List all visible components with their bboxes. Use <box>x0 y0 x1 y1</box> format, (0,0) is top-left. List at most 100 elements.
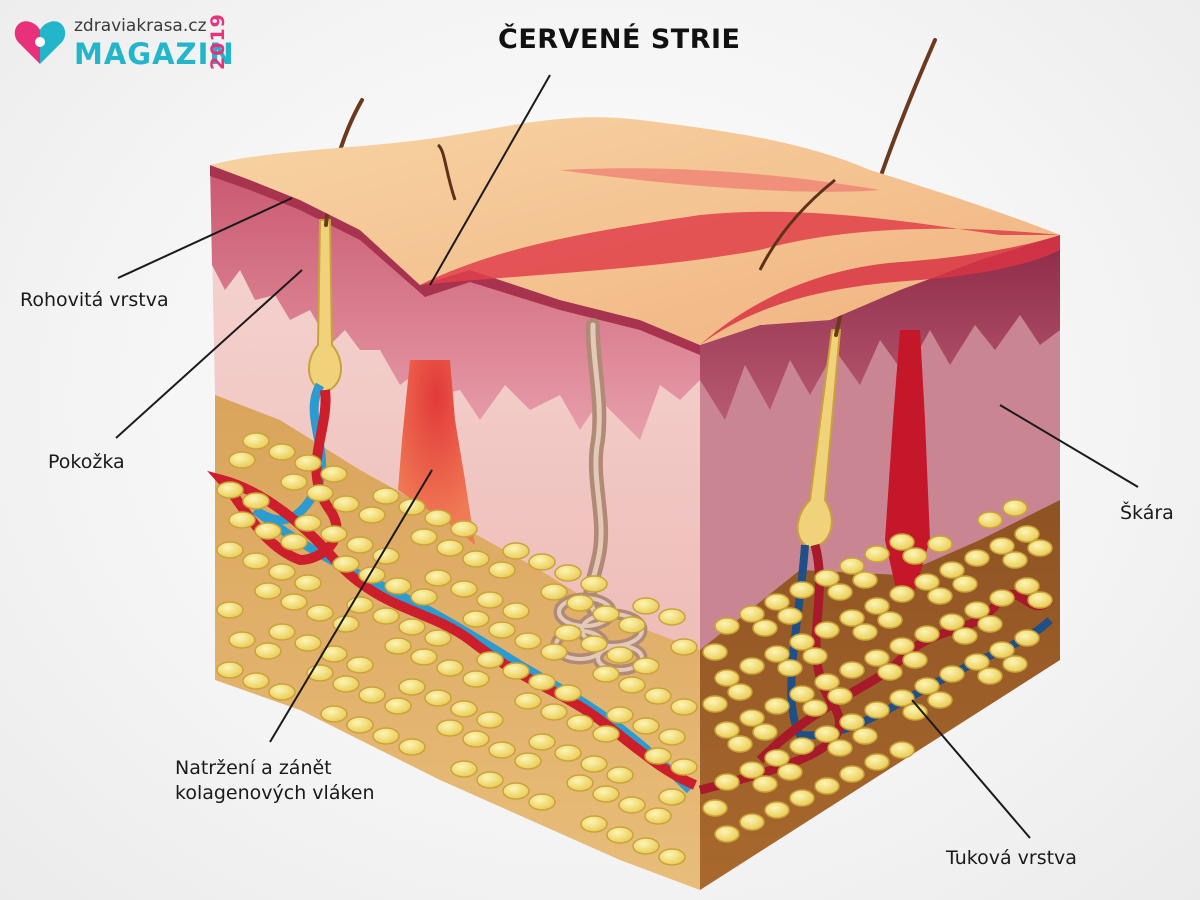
fat-cell <box>540 583 568 601</box>
leader-title <box>429 74 551 286</box>
fat-cell <box>592 785 620 803</box>
fat-cell <box>814 725 840 743</box>
fat-cell <box>332 555 360 573</box>
fat-cell <box>306 484 334 502</box>
fat-cell <box>268 563 296 581</box>
fat-cell <box>358 566 386 584</box>
fat-cell <box>384 637 412 655</box>
fat-cell <box>902 651 928 669</box>
side-epidermis-layer <box>700 235 1060 420</box>
fat-cell <box>476 771 504 789</box>
fat-cell <box>714 773 740 791</box>
fat-cell <box>764 593 790 611</box>
fat-cell <box>789 789 815 807</box>
fat-cell <box>727 735 753 753</box>
fat-cell <box>398 678 426 696</box>
fat-cell <box>1014 525 1040 543</box>
fat-cell <box>839 661 865 679</box>
fat-cell <box>777 607 803 625</box>
fat-cell <box>346 656 374 674</box>
fat-cell <box>294 634 322 652</box>
fat-cell <box>424 629 452 647</box>
fat-cell <box>939 665 965 683</box>
fat-cell <box>606 706 634 724</box>
fat-cell <box>889 689 915 707</box>
fat-cell <box>877 611 903 629</box>
front-epidermis-layer <box>210 165 700 440</box>
fat-cell <box>977 615 1003 633</box>
fat-cell <box>927 691 953 709</box>
fat-cell <box>1027 591 1053 609</box>
fat-cell <box>424 689 452 707</box>
fat-cell <box>927 535 953 553</box>
fat-cell <box>852 571 878 589</box>
fat-cell <box>242 552 270 570</box>
fat-cell <box>739 813 765 831</box>
fat-cell <box>488 561 516 579</box>
fat-cell <box>889 637 915 655</box>
fat-cell <box>216 541 244 559</box>
fat-cell <box>592 665 620 683</box>
fat-cell <box>580 815 608 833</box>
fat-cell <box>528 793 556 811</box>
fat-cell <box>476 711 504 729</box>
fat-cell <box>554 684 582 702</box>
fat-cell <box>827 583 853 601</box>
fat-cell <box>528 673 556 691</box>
label-stratum-corneum: Rohovitá vrstva <box>20 289 169 311</box>
leader-fat <box>911 699 1031 839</box>
fat-cell <box>739 709 765 727</box>
fat-cell <box>268 443 296 461</box>
fat-cell <box>777 659 803 677</box>
fat-cell <box>488 741 516 759</box>
fat-cell <box>764 801 790 819</box>
fat-cell <box>254 642 282 660</box>
fat-cell <box>332 495 360 513</box>
fat-cell <box>658 608 686 626</box>
fat-cell <box>540 703 568 721</box>
fat-cell <box>964 549 990 567</box>
fat-cell <box>476 591 504 609</box>
fat-cell <box>1002 499 1028 517</box>
fat-cell <box>814 777 840 795</box>
fat-cell <box>384 577 412 595</box>
fat-cell <box>827 739 853 757</box>
fat-cell <box>254 582 282 600</box>
fat-cell <box>632 657 660 675</box>
fat-cell <box>939 561 965 579</box>
fat-cell <box>618 796 646 814</box>
fat-cell <box>644 807 672 825</box>
fat-cell <box>606 646 634 664</box>
fat-cell <box>372 487 400 505</box>
fat-cell <box>1027 539 1053 557</box>
brand-logo[interactable]: zdraviakrasa.cz MAGAZIN 2019 <box>12 10 234 72</box>
fat-cell <box>658 788 686 806</box>
fat-cell <box>727 683 753 701</box>
fat-cell <box>889 533 915 551</box>
fat-cell <box>914 677 940 695</box>
fat-cell <box>839 713 865 731</box>
fat-cell <box>566 774 594 792</box>
fat-cell <box>714 825 740 843</box>
fat-cell <box>398 738 426 756</box>
fat-cells-side <box>702 499 1053 843</box>
fat-cell <box>228 511 256 529</box>
fat-cells-front <box>216 432 698 866</box>
fat-cell <box>554 564 582 582</box>
fat-cell <box>580 755 608 773</box>
fat-cell <box>476 651 504 669</box>
fat-cell <box>789 581 815 599</box>
label-collagen-line1: Natržení a zánět <box>175 757 332 779</box>
fat-cell <box>606 766 634 784</box>
fat-cell <box>618 616 646 634</box>
logo-magazin: MAGAZIN <box>74 37 235 71</box>
fat-cell <box>702 695 728 713</box>
fat-cell <box>889 585 915 603</box>
fat-cell <box>606 826 634 844</box>
fat-cell <box>554 624 582 642</box>
fat-cell <box>764 697 790 715</box>
fat-cell <box>320 705 348 723</box>
fat-cell <box>566 594 594 612</box>
fat-cell <box>658 848 686 866</box>
fat-cell <box>852 727 878 745</box>
